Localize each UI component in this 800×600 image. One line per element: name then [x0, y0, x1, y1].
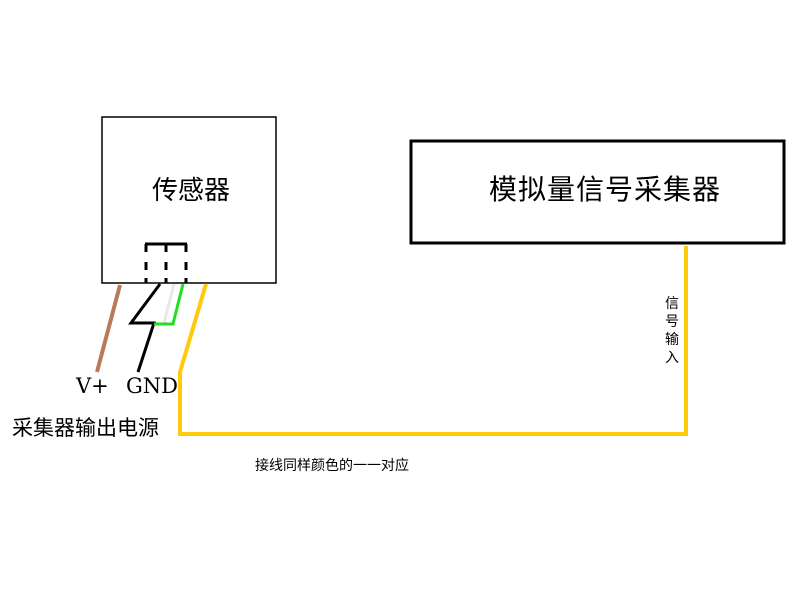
signal-input-label: 信号输入: [665, 296, 679, 366]
sensor-label: 传感器: [152, 176, 231, 206]
white-wire: [162, 283, 176, 324]
signal-wire: [178, 246, 688, 436]
vplus-label: V+: [76, 374, 109, 398]
gnd-wire: [128, 283, 162, 373]
power-label: 采集器输出电源: [12, 416, 159, 440]
gnd-label: GND: [126, 374, 178, 398]
collector-label: 模拟量信号采集器: [489, 173, 722, 206]
wiring-note: 接线同样颜色的一一对应: [255, 458, 409, 474]
sensor-box: [101, 116, 277, 284]
sensor-connector: [144, 242, 188, 283]
collector-box: [409, 139, 786, 245]
vplus-wire: [95, 284, 122, 373]
green-wire: [154, 283, 185, 326]
